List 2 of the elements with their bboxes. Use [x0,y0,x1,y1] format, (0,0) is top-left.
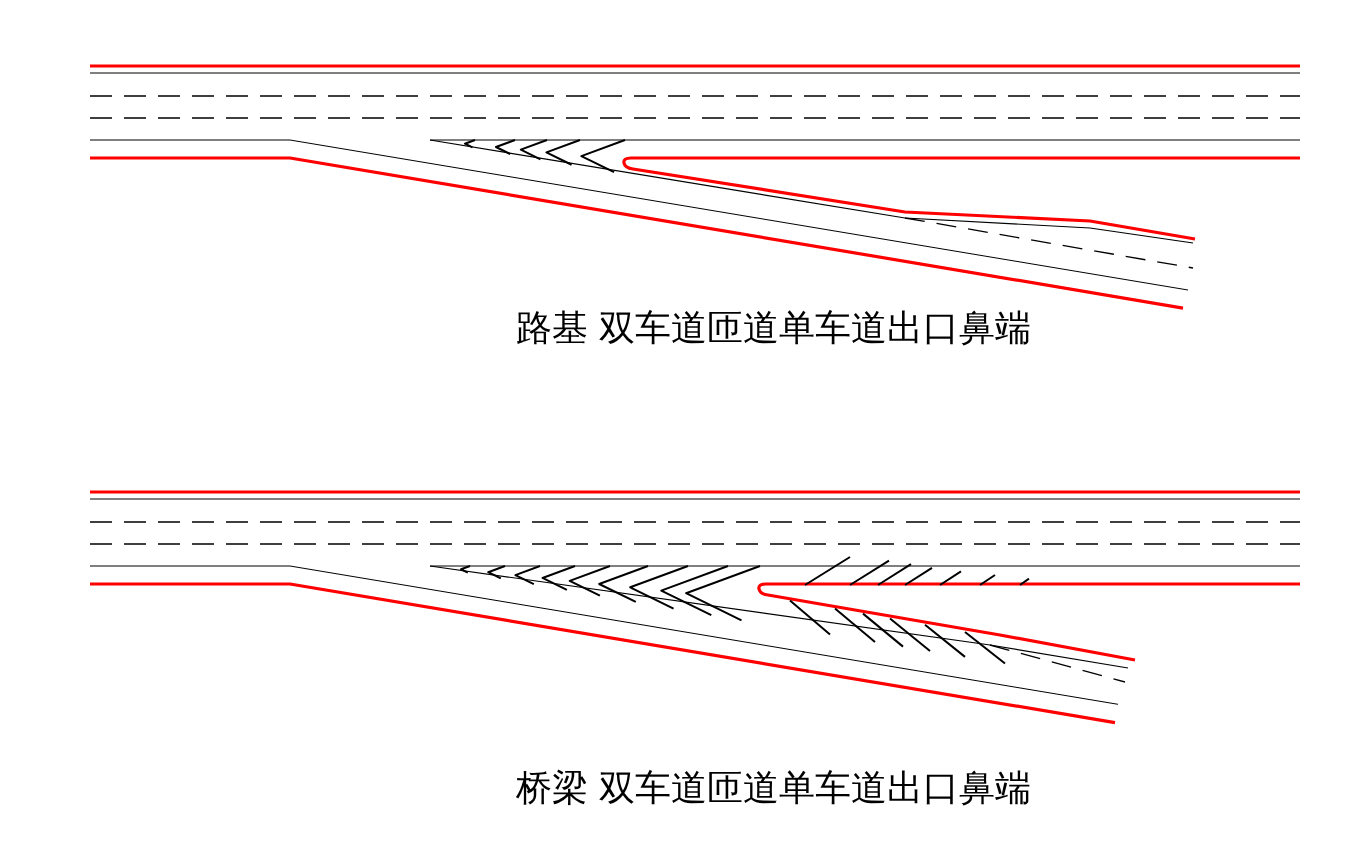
diagram-caption: 桥梁 双车道匝道单车道出口鼻端 [516,766,1032,810]
diagram-caption: 路基 双车道匝道单车道出口鼻端 [516,306,1032,350]
